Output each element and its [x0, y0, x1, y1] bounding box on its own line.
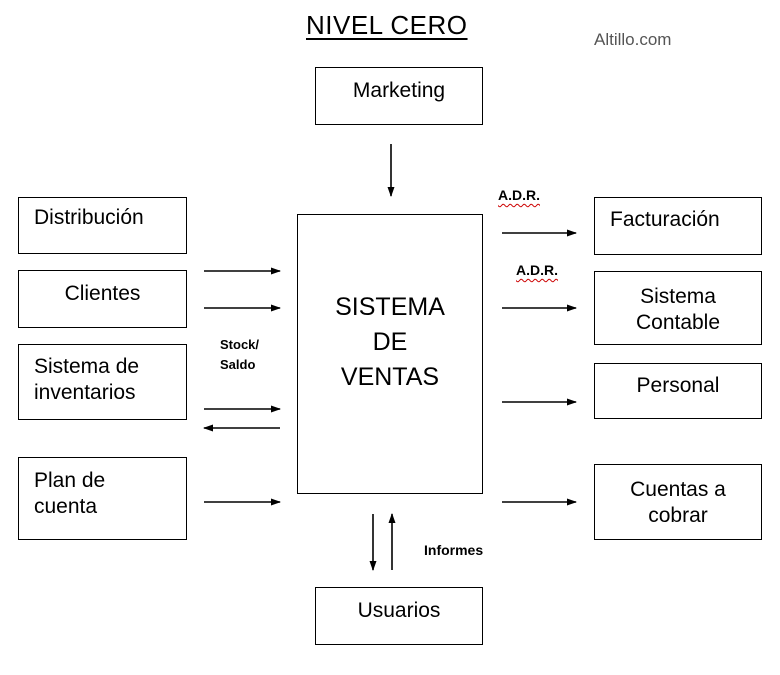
- plan-line-2: cuenta: [34, 495, 98, 518]
- clientes-label: Clientes: [64, 282, 141, 305]
- inventarios-line-2: inventarios: [34, 381, 136, 404]
- facturacion-box: Facturación: [594, 197, 762, 255]
- facturacion-label: Facturación: [610, 208, 720, 231]
- personal-label: Personal: [636, 374, 720, 397]
- clientes-box: Clientes: [18, 270, 187, 328]
- stock-saldo-label: Stock/ Saldo: [220, 335, 259, 375]
- inventarios-box: Sistema de inventarios: [18, 344, 187, 420]
- marketing-box: Marketing: [315, 67, 483, 125]
- distribucion-label: Distribución: [34, 206, 144, 229]
- usuarios-box: Usuarios: [315, 587, 483, 645]
- diagram-title: NIVEL CERO: [306, 10, 468, 40]
- plan-line-1: Plan de: [34, 469, 106, 492]
- usuarios-label: Usuarios: [357, 599, 441, 622]
- informes-label: Informes: [424, 542, 484, 558]
- distribucion-box: Distribución: [18, 197, 187, 254]
- stock-line-2: Saldo: [220, 357, 256, 372]
- adr-label-2: A.D.R.: [516, 262, 558, 278]
- contable-line-2: Contable: [635, 311, 721, 334]
- marketing-label: Marketing: [352, 79, 446, 102]
- personal-box: Personal: [594, 363, 762, 419]
- stock-line-1: Stock/: [220, 337, 260, 352]
- contable-line-1: Sistema: [640, 285, 716, 308]
- center-line-1: SISTEMA: [335, 292, 445, 321]
- cuentas-a-cobrar-box: Cuentas a cobrar: [594, 464, 762, 540]
- watermark: Altillo.com: [594, 30, 672, 49]
- adr-label-1: A.D.R.: [498, 187, 540, 203]
- center-line-2: DE: [372, 327, 408, 356]
- inventarios-line-1: Sistema de: [34, 355, 140, 378]
- sistema-de-ventas-box: SISTEMA DE VENTAS: [297, 214, 483, 494]
- plan-de-cuenta-box: Plan de cuenta: [18, 457, 187, 540]
- sistema-contable-box: Sistema Contable: [594, 271, 762, 345]
- center-line-3: VENTAS: [340, 362, 440, 391]
- cuentas-line-2: cobrar: [648, 504, 708, 527]
- cuentas-line-1: Cuentas a: [630, 478, 726, 501]
